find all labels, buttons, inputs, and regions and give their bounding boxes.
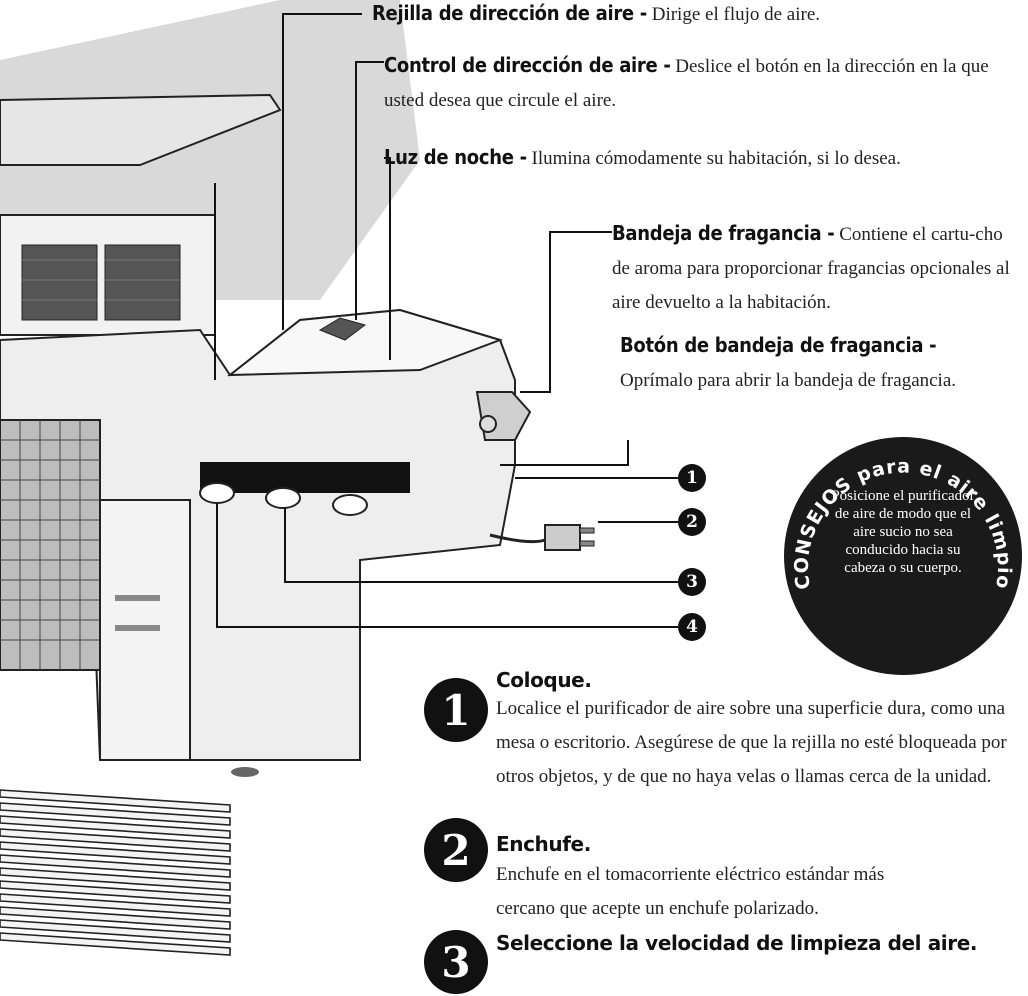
tips-body: Posicione el purificador de aire de modo… bbox=[831, 488, 975, 576]
grille-slats bbox=[0, 789, 231, 956]
air-direction-knob bbox=[318, 317, 367, 341]
callout-desc: Dirige el flujo de aire. bbox=[646, 4, 821, 25]
control-panel bbox=[200, 462, 410, 493]
callout-desc: Deslice el botón en la dirección en la q… bbox=[384, 56, 989, 111]
step-2-body: Enchufe en el tomacorriente eléctrico es… bbox=[496, 864, 885, 919]
step-1-badge: 1 bbox=[424, 678, 488, 742]
callout-desc: Oprímalo para abrir la bandeja de fragan… bbox=[620, 370, 957, 391]
number-marker-4: 4 bbox=[678, 613, 706, 641]
tips-badge: CONSEJOS para el aire limpio Posicione e… bbox=[784, 437, 1022, 675]
number-marker-2: 2 bbox=[678, 508, 706, 536]
callout-term: Bandeja de fragancia - bbox=[612, 221, 835, 245]
number-marker-1: 1 bbox=[678, 464, 706, 492]
callout-term: Control de dirección de aire - bbox=[384, 53, 671, 77]
fragrance-button bbox=[479, 415, 497, 433]
step-3-badge: 3 bbox=[424, 930, 488, 994]
step-2-badge: 2 bbox=[424, 818, 488, 882]
callout-air-grille: Rejilla de dirección de aire - Dirige el… bbox=[372, 0, 972, 32]
callout-term: Botón de bandeja de fragancia - bbox=[620, 333, 937, 357]
step-1-body: Localice el purificador de aire sobre un… bbox=[496, 698, 1007, 787]
callout-term: Luz de noche - bbox=[384, 145, 527, 169]
callout-air-direction-control: Control de dirección de aire - Deslice e… bbox=[384, 48, 994, 118]
tips-heading-arc: CONSEJOS para el aire limpio bbox=[791, 456, 1014, 591]
top-cover bbox=[227, 308, 504, 377]
callout-leaders bbox=[214, 13, 678, 628]
control-button-2 bbox=[265, 487, 301, 509]
callout-night-light: Luz de noche - Ilumina cómodamente su ha… bbox=[384, 140, 984, 176]
callout-term: Rejilla de dirección de aire - bbox=[372, 1, 647, 25]
power-cord bbox=[489, 533, 546, 544]
air-purifier-illustration bbox=[0, 0, 678, 956]
step-2-title: Enchufe. bbox=[496, 832, 591, 856]
top-grille bbox=[0, 93, 282, 166]
callout-fragrance-tray: Bandeja de fragancia - Contiene el cartu… bbox=[612, 216, 1017, 320]
callout-desc: Contiene el cartu-cho de aroma para prop… bbox=[612, 224, 1010, 313]
number-marker-3: 3 bbox=[678, 568, 706, 596]
callout-fragrance-button: Botón de bandeja de fragancia - Oprímalo … bbox=[620, 328, 1020, 398]
control-button-1 bbox=[199, 482, 235, 504]
step-3-title: Seleccione la velocidad de limpieza del … bbox=[496, 931, 978, 955]
callout-desc: Ilumina cómodamente su habitación, si lo… bbox=[526, 148, 901, 169]
control-button-3 bbox=[332, 494, 368, 516]
front-grille bbox=[0, 419, 101, 671]
step-1-title: Coloque. bbox=[496, 668, 592, 692]
power-plug bbox=[544, 524, 581, 551]
